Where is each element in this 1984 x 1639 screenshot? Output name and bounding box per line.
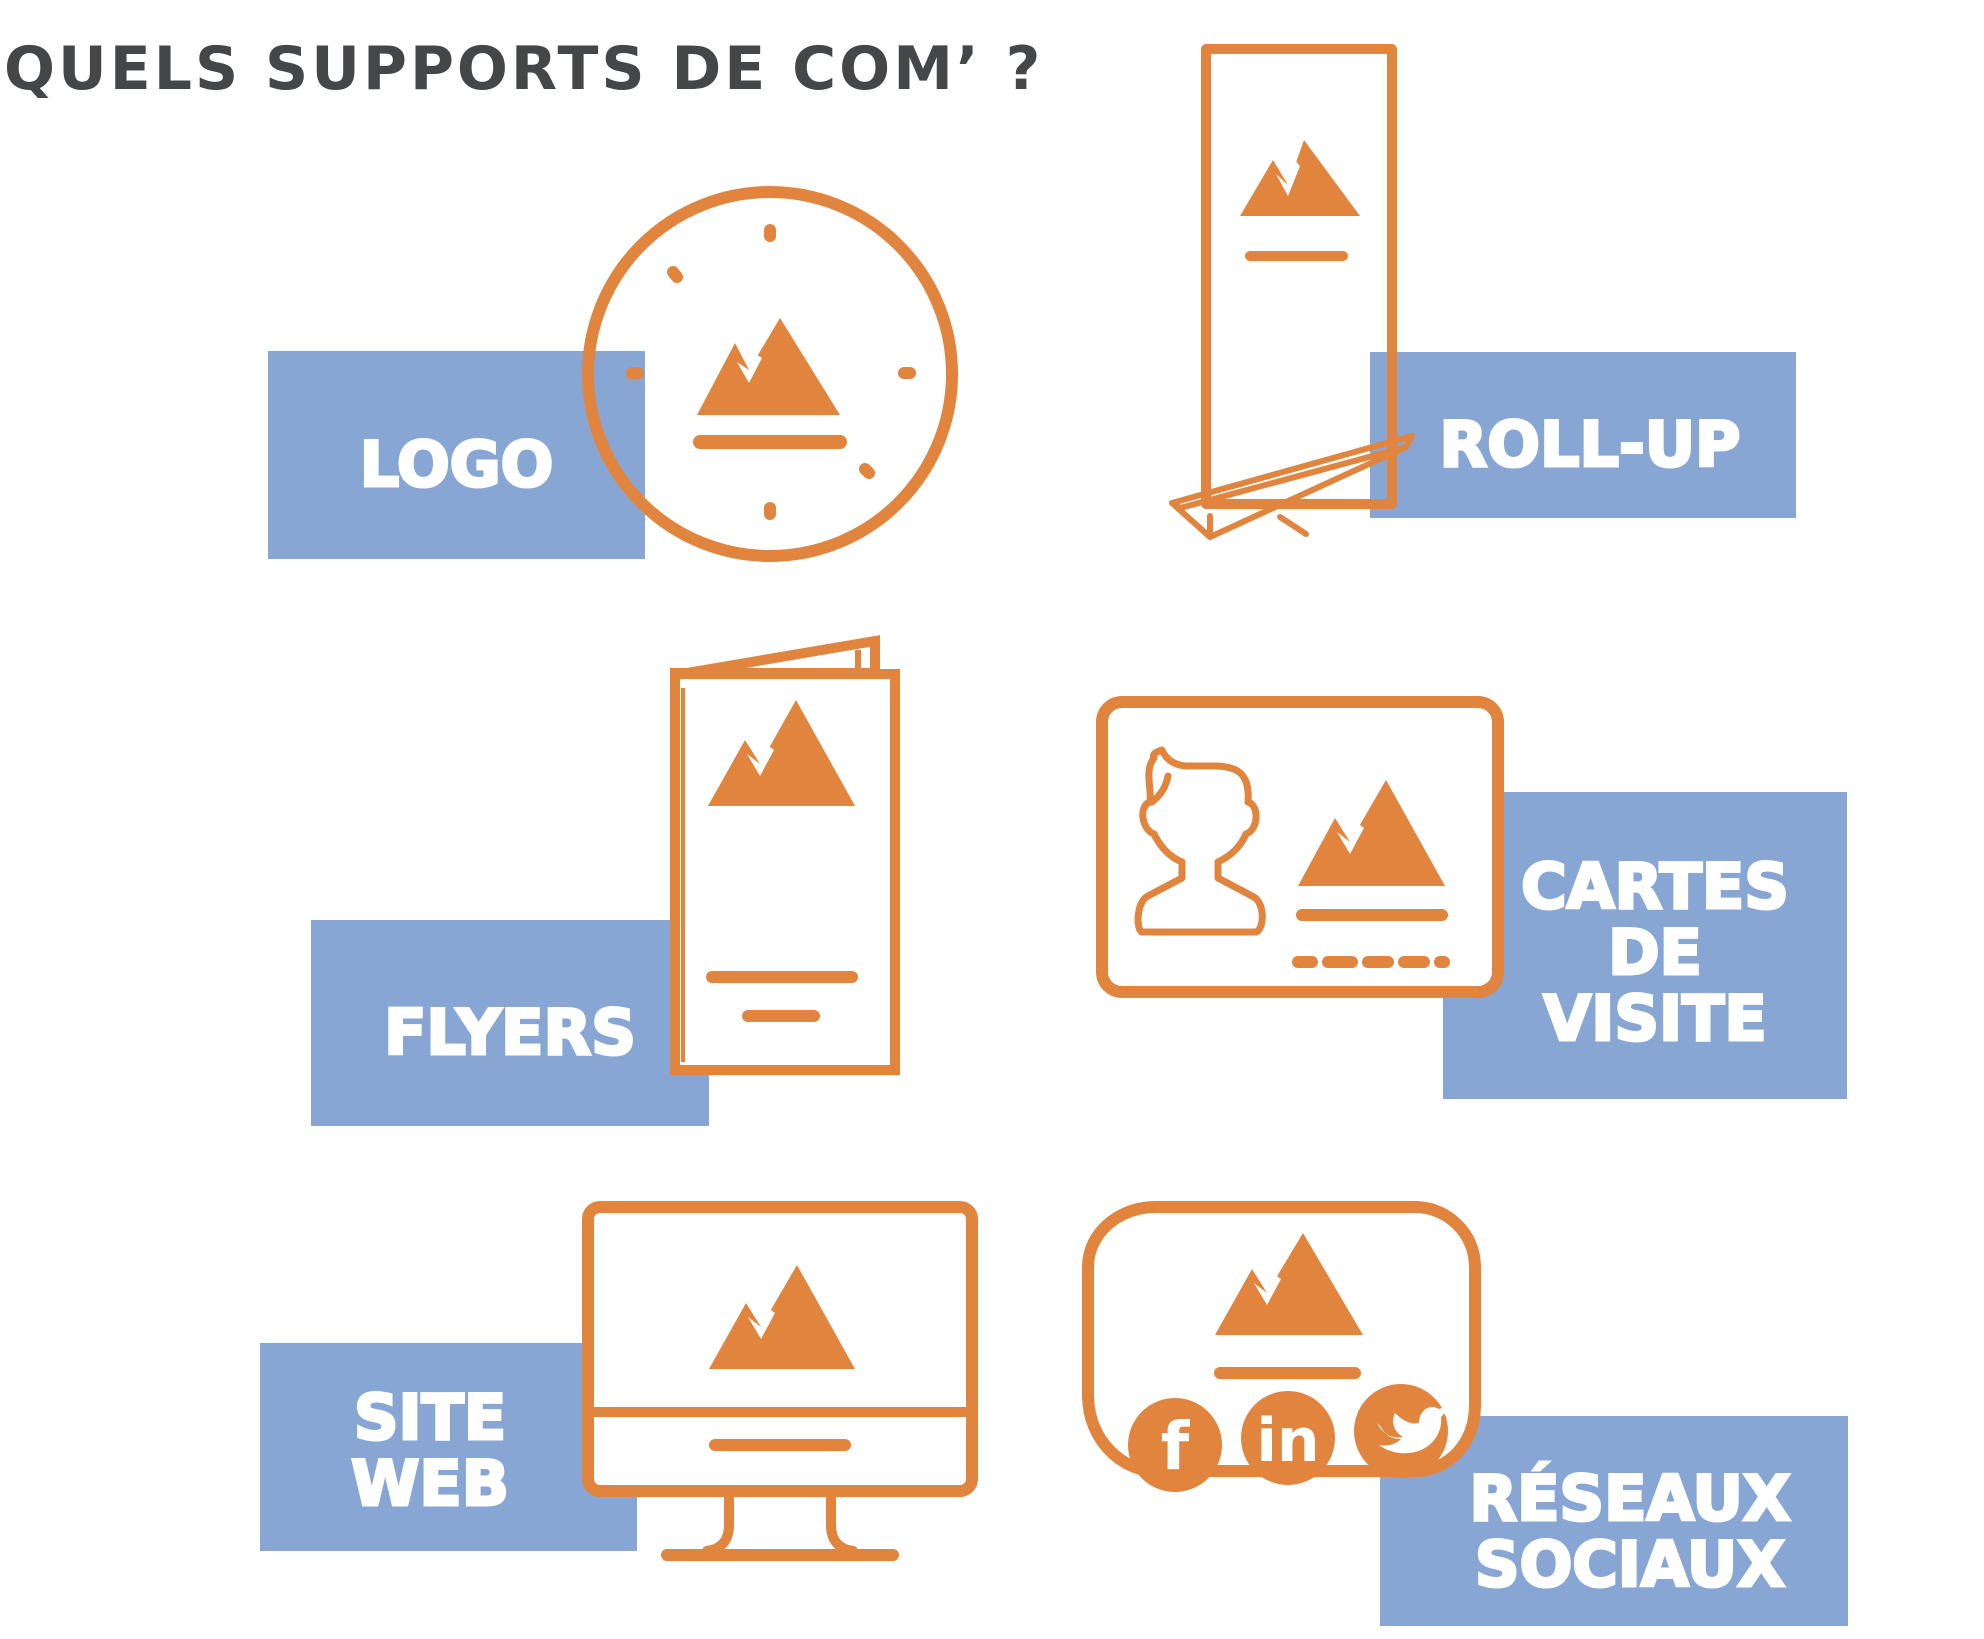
logo-badge-icon	[582, 186, 958, 562]
label-rollup: ROLL-UP	[1438, 408, 1742, 481]
business-card-icon	[1096, 696, 1504, 998]
label-reseaux-line-1: RÉSEAUX	[1468, 1462, 1792, 1535]
folded-flyer-icon	[670, 635, 900, 1075]
label-box-rollup	[1370, 352, 1796, 518]
label-box-logo	[268, 351, 645, 559]
label-site: SITE WEB	[240, 1381, 620, 1520]
facebook-icon: f	[1128, 1398, 1222, 1492]
label-box-flyers	[311, 920, 709, 1126]
linkedin-glyph: in	[1256, 1406, 1319, 1476]
facebook-glyph: f	[1161, 1408, 1191, 1485]
twitter-bird-icon	[1354, 1384, 1448, 1478]
label-reseaux-line-2: SOCIAUX	[1473, 1528, 1786, 1601]
label-site-line-1: SITE	[352, 1381, 507, 1454]
desktop-monitor-icon	[582, 1201, 978, 1561]
label-flyers: FLYERS	[383, 996, 638, 1069]
label-box-site	[260, 1343, 637, 1551]
page-title: QUELS SUPPORTS DE COM’ ?	[4, 34, 1044, 104]
label-reseaux: RÉSEAUX SOCIAUX	[1400, 1462, 1860, 1601]
label-site-line-2: WEB	[350, 1447, 511, 1520]
label-cartes-line-2: DE	[1607, 916, 1704, 989]
label-logo: LOGO	[358, 428, 555, 501]
label-cartes-line-1: CARTES	[1520, 850, 1791, 923]
label-box-cartes	[1443, 792, 1847, 1099]
linkedin-icon: in	[1241, 1391, 1335, 1485]
label-cartes: CARTES DE VISITE	[1445, 850, 1865, 1055]
social-post-icon: f in	[1082, 1201, 1481, 1492]
rollup-banner-icon	[1169, 44, 1415, 540]
label-cartes-line-3: VISITE	[1542, 982, 1768, 1055]
